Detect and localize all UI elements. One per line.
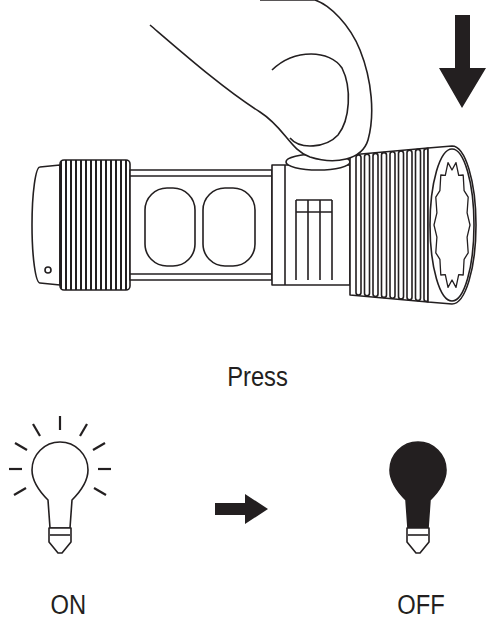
thread (373, 153, 378, 296)
thread (390, 152, 395, 298)
bezel-crown (434, 163, 470, 288)
thread (356, 155, 361, 295)
caption-label: Press (227, 363, 288, 393)
caption-label: ON (51, 591, 87, 621)
thread (365, 154, 370, 296)
thread (382, 153, 387, 298)
thread (399, 151, 404, 299)
caption-label: OFF (397, 591, 445, 621)
thread (407, 150, 412, 300)
thread (416, 149, 421, 300)
